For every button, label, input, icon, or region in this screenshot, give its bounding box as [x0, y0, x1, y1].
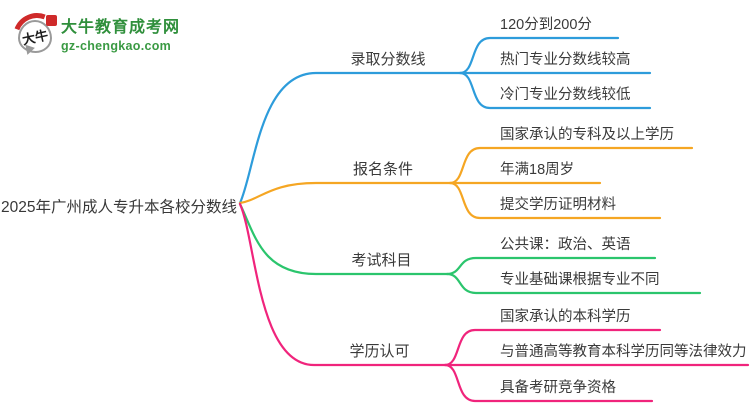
leaf-topic: 热门专业分数线较高 — [500, 52, 631, 68]
branch-line — [238, 71, 462, 205]
branch-topic-registration-conditions: 报名条件 — [352, 161, 413, 178]
branch-topic-degree-recognition: 学历认可 — [349, 343, 410, 360]
leaf-topic: 120分到200分 — [500, 17, 592, 33]
leaf-line — [443, 363, 654, 403]
leaf-topic: 提交学历证明材料 — [500, 197, 616, 213]
branch-line — [238, 181, 452, 205]
leaf-topic: 公共课：政治、英语 — [500, 237, 631, 253]
leaf-topic: 具备考研竞争资格 — [500, 380, 616, 396]
site-name: 大牛教育成考网 — [61, 19, 181, 36]
leaf-line — [448, 146, 694, 185]
site-domain: gz-chengkao.com — [61, 39, 172, 53]
site-logo: 大牛 大牛教育成考网 gz-chengkao.com — [5, 5, 180, 69]
logo-wordmark: 大牛教育成考网 gz-chengkao.com — [61, 13, 180, 53]
branch-line — [238, 202, 447, 367]
leaf-topic: 专业基础课根据专业不同 — [500, 272, 660, 288]
leaf-line — [458, 71, 652, 110]
logo-speech-bubble-icon: 大牛 — [5, 5, 69, 69]
logo-bubble-text: 大牛 — [21, 28, 50, 49]
leaf-topic: 冷门专业分数线较低 — [500, 87, 631, 103]
leaf-line — [445, 272, 702, 295]
leaf-topic: 与普通高等教育本科学历同等法律效力 — [500, 344, 747, 360]
leaf-line — [448, 181, 662, 220]
logo-red-seal — [46, 15, 57, 26]
leaf-line — [458, 36, 620, 75]
branch-line — [238, 202, 449, 276]
leaf-topic: 国家承认的本科学历 — [500, 309, 631, 325]
leaf-topic: 年满18周岁 — [500, 162, 575, 178]
branch-topic-exam-subjects: 考试科目 — [351, 252, 412, 269]
leaf-line — [443, 328, 662, 367]
root-topic: 2025年广州成人专升本各校分数线 — [1, 199, 237, 216]
branch-topic-admission-score: 录取分数线 — [350, 51, 426, 68]
leaf-topic: 国家承认的专科及以上学历 — [500, 127, 674, 143]
